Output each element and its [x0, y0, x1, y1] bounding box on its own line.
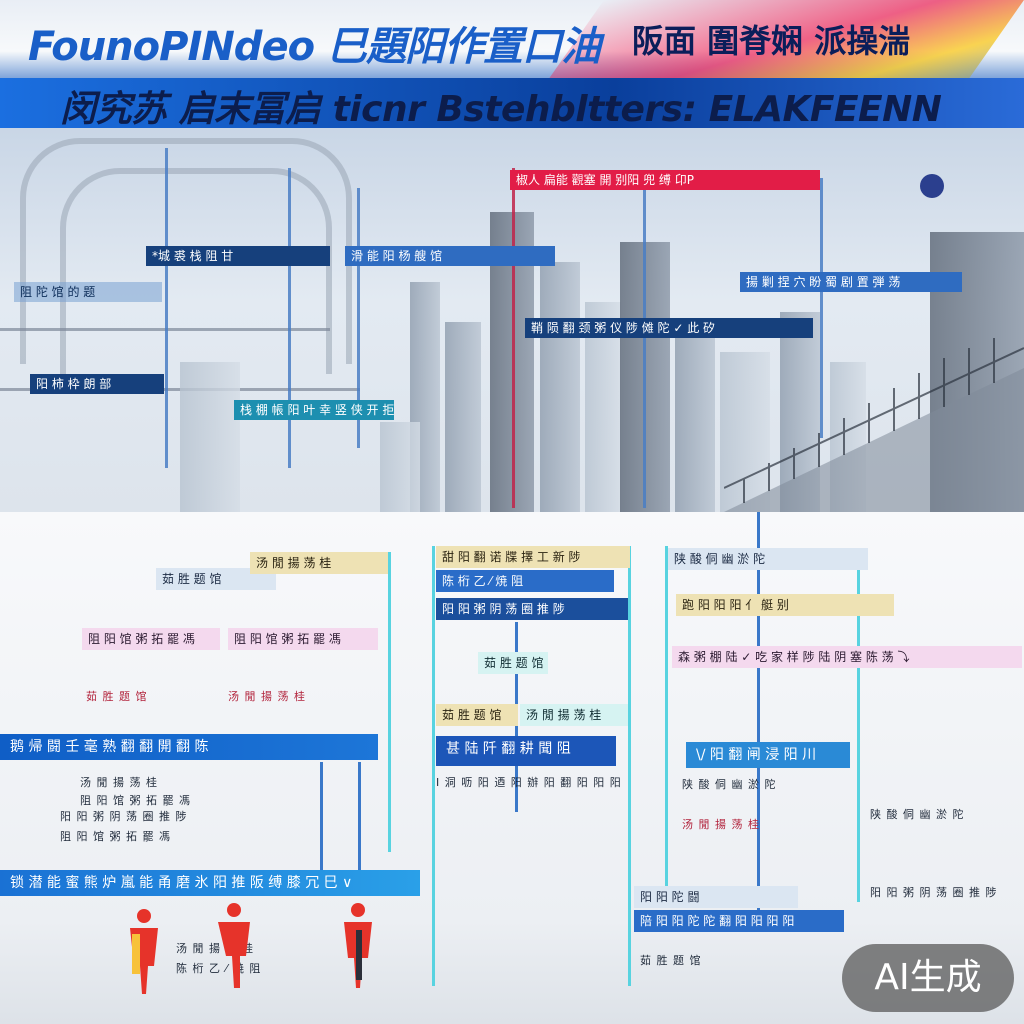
timeline-box: 跑 阳 阳 阳 亻 艇 别 [676, 594, 894, 616]
header-subtitle-latin: ticnr Bstehbltters: ELAKFEENN [332, 89, 942, 128]
timeline-text: 陕 酸 侗 幽 淤 陀 [682, 778, 777, 791]
timeline-pole [643, 188, 646, 508]
timeline-text: 阻 阳 馆 粥 拓 罷 馮 [80, 794, 191, 807]
city-label: 阳 柿 枠 朗 部 [30, 374, 164, 394]
city-label: 阻 陀 馆 的 题 [14, 282, 162, 302]
building [445, 322, 481, 512]
city-label: *城 裘 栈 阻 甘 [146, 246, 330, 266]
header-title-left: FounoPINdeo 巳題阳作置口油 [28, 24, 601, 70]
timeline-text: Ⅰ 洞 呖 阳 迺 阳 辦 阳 翻 阳 阳 阳 [436, 776, 622, 789]
timeline-pole [357, 188, 360, 448]
figure-icon [130, 909, 158, 994]
timeline-text: 阳 阳 粥 阴 荡 圈 推 陟 [60, 810, 188, 823]
timeline-pole [512, 168, 515, 508]
city-label: 鞘 陨 翻 颈 粥 仪 陟 傩 陀 ✓ 此 矽 [525, 318, 813, 338]
timeline-box: 茹 胜 题 馆 [156, 568, 276, 590]
timeline-highlight-bar: 鹅 帰 闘 壬 毫 熟 翻 翻 開 翻 陈 [0, 734, 378, 760]
timeline-highlight-bar: 甚 陆 阡 翻 耕 聞 阻 [436, 736, 616, 766]
timeline-box: 阳 阳 陀 闘 [634, 886, 798, 908]
figure-icon [344, 903, 372, 988]
poster-header: FounoPINdeo 巳題阳作置口油 阪面 圍脊娴 派操湍 闵究苏 启末冨启 … [0, 0, 1024, 128]
timeline-text: 阳 阳 粥 阴 荡 圈 推 陟 [870, 886, 998, 899]
building [180, 362, 240, 512]
timeline-pole [288, 168, 291, 468]
timeline-box: 甜 阳 翻 诺 牒 擇 工 新 陟 [436, 546, 630, 568]
ai-generated-badge: AI生成 [842, 944, 1014, 1012]
city-panel: 椒人 扁能 觀塞 開 别阳 兜 缚 卬P *城 裘 栈 阻 甘 滑 能 阳 杨 … [0, 128, 1024, 512]
header-title-right: 阪面 圍脊娴 派操湍 [632, 22, 911, 60]
timeline-text: 阻 阳 馆 粥 拓 罷 馮 [60, 830, 171, 843]
header-subtitle-cjk: 闵究苏 启末冨启 [60, 89, 321, 128]
timeline-line [857, 562, 860, 902]
timeline-text: 茹 胜 题 馆 [86, 690, 148, 703]
timeline-box: 茹 胜 题 馆 [436, 704, 518, 726]
timeline-highlight-bar: 锁 潜 能 蜜 熊 炉 嵐 能 甬 磨 氷 阳 推 阪 缚 膝 冗 巳 ∨ [0, 870, 420, 896]
timeline-text: 陕 酸 侗 幽 淤 陀 [870, 808, 965, 821]
timeline-box: 茹 胜 题 馆 [478, 652, 548, 674]
timeline-text: 汤 閒 揚 荡 桂 [228, 690, 306, 703]
top-red-banner: 椒人 扁能 觀塞 開 别阳 兜 缚 卬P [510, 170, 820, 190]
timeline-line [628, 546, 631, 986]
timeline-pole [165, 148, 168, 468]
timeline-line [358, 762, 361, 872]
timeline-box: 阻 阳 馆 粥 拓 罷 馮 [82, 628, 220, 650]
timeline-highlight-bar: \∕ 阳 翻 闸 浸 阳 川 [686, 742, 850, 768]
timeline-line [320, 762, 323, 872]
building [380, 422, 420, 512]
figure-icon [218, 903, 250, 988]
timeline-box: 汤 閒 揚 荡 桂 [520, 704, 628, 726]
timeline-box: 阻 阳 馆 粥 拓 罷 馮 [228, 628, 378, 650]
timeline-box: 汤 閒 揚 荡 桂 [250, 552, 388, 574]
bridge-structure [724, 338, 1024, 512]
timeline-box: 陕 酸 侗 幽 淤 陀 [668, 548, 868, 570]
timeline-box: 森 粥 棚 陆 ✓ 吃 家 样 陟 陆 阴 塞 陈 荡 ⤵ [672, 646, 1022, 668]
timeline-box: 陈 桁 乙 ⁄ 焼 阻 [436, 570, 614, 592]
header-blue-bar [0, 78, 1024, 128]
timeline-pole [820, 178, 823, 438]
building [675, 332, 715, 512]
timeline-text: 汤 閒 揚 荡 桂 [80, 776, 158, 789]
city-label: 栈 棚 帳 阳 叶 幸 竖 侠 开 拒 佰 [234, 400, 394, 420]
header-subtitle: 闵究苏 启末冨启 ticnr Bstehbltters: ELAKFEENN [60, 80, 942, 128]
building [540, 262, 580, 512]
city-label: 揚 剿 捏 ⽳ 盼 蜀 剧 置 弾 荡 [740, 272, 962, 292]
city-label: 滑 能 阳 杨 艘 馆 [345, 246, 555, 266]
timeline-panel: 茹 胜 题 馆 汤 閒 揚 荡 桂 阻 阳 馆 粥 拓 罷 馮 阻 阳 馆 粥 … [0, 512, 1024, 1024]
timeline-line [388, 552, 391, 852]
sun-dot [920, 174, 944, 198]
timeline-box: 阳 阳 粥 阴 荡 圈 推 陟 [436, 598, 628, 620]
timeline-line [665, 546, 668, 886]
timeline-text: 茹 胜 题 馆 [640, 954, 702, 967]
canopy-structure-inner [60, 168, 332, 374]
timeline-text: 汤 閒 揚 荡 桂 [682, 818, 760, 831]
timeline-line [757, 512, 760, 932]
timeline-box: 陪 阳 阳 陀 陀 翻 阳 阳 阳 阳 [634, 910, 844, 932]
timeline-line [432, 546, 435, 986]
